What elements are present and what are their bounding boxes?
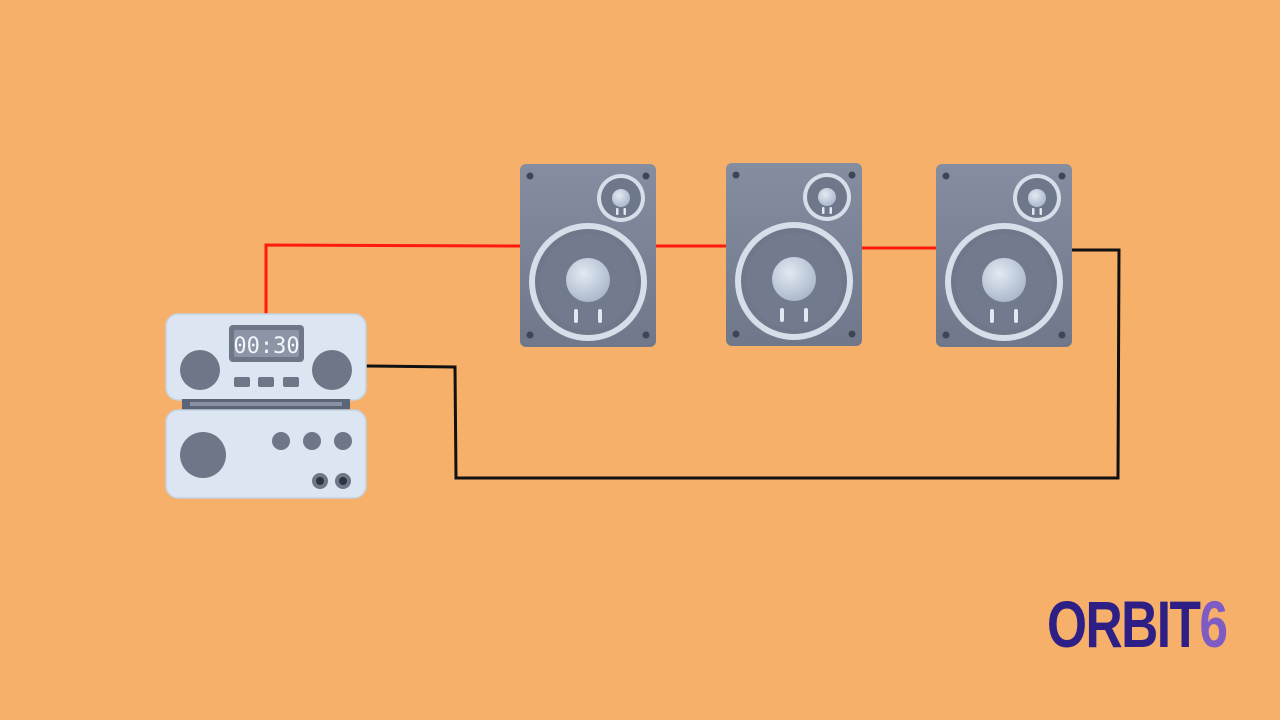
positive-wire-receiver-to-speaker-1 xyxy=(264,243,525,316)
negative-wire-speaker-3-to-receiver xyxy=(365,248,1121,480)
tweeter-icon xyxy=(597,174,645,222)
woofer-icon xyxy=(945,223,1063,341)
small-knob-icon xyxy=(272,432,290,450)
tweeter-icon xyxy=(803,173,851,221)
preset-button-icon xyxy=(283,377,299,387)
large-knob-icon xyxy=(180,432,226,478)
clock-display-time: 00:30 xyxy=(233,334,299,359)
logo-number: 6 xyxy=(1199,587,1228,661)
wires xyxy=(264,243,1121,480)
speaker-1 xyxy=(520,164,656,347)
stereo-receiver: 00:30 xyxy=(165,313,367,499)
tweeter-icon xyxy=(1013,174,1061,222)
orbit6-logo: ORBIT6 xyxy=(1047,587,1228,661)
logo-text: ORBIT xyxy=(1047,587,1201,661)
preset-button-icon xyxy=(234,377,250,387)
woofer-icon xyxy=(735,222,853,340)
tuning-knob-icon xyxy=(312,350,352,390)
small-knob-icon xyxy=(334,432,352,450)
small-knob-icon xyxy=(303,432,321,450)
volume-knob-icon xyxy=(180,350,220,390)
preset-button-icon xyxy=(258,377,274,387)
speaker-3 xyxy=(936,164,1072,347)
speaker-2 xyxy=(726,163,862,346)
woofer-icon xyxy=(529,223,647,341)
